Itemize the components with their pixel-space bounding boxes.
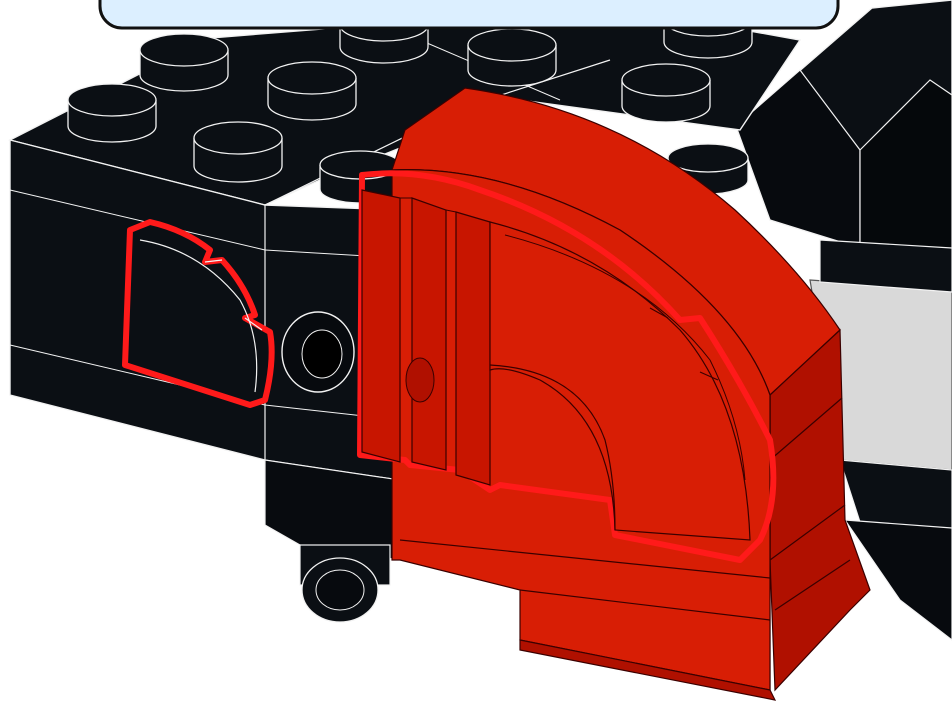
brick-stud [622,64,710,122]
brick-stud [68,84,156,142]
technic-pin-hole [282,312,354,392]
callout-box [100,0,838,28]
brick-stud [268,62,356,120]
pin-stud [300,545,390,622]
brick-stud [140,34,228,91]
brick-stud [468,29,556,86]
brick-stud [194,122,282,182]
